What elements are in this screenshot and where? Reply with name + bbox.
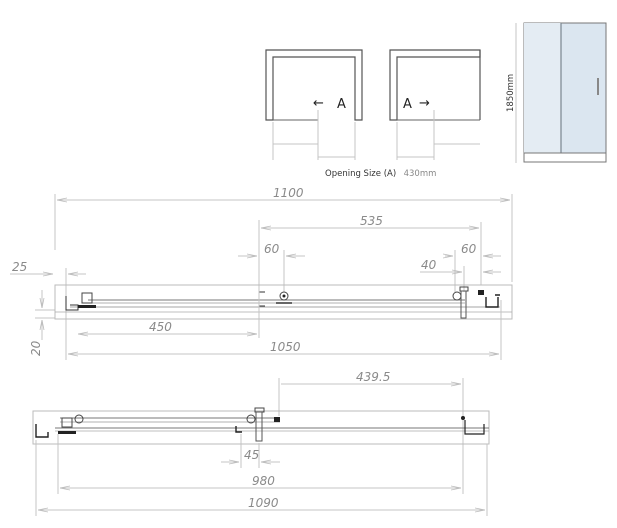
opening-label-left: A xyxy=(337,97,346,112)
opening-size-caption: Opening Size (A) 430mm xyxy=(325,163,436,180)
front-elevation xyxy=(515,22,607,163)
top-view-right xyxy=(389,49,481,160)
upper-plan xyxy=(10,194,513,360)
dim-inner-1050: 1050 xyxy=(270,340,301,354)
dim-offset-535: 535 xyxy=(360,214,383,228)
dim-overall-1090: 1090 xyxy=(248,496,279,510)
height-label: 1850mm xyxy=(506,74,516,112)
lower-plan xyxy=(32,378,490,516)
top-view-left xyxy=(265,49,363,160)
door-handle-icon xyxy=(597,78,599,95)
dim-left-25: 25 xyxy=(12,260,27,274)
dim-gap-45: 45 xyxy=(244,448,259,462)
dim-panel-450: 450 xyxy=(149,320,172,334)
opening-label-right: A xyxy=(403,97,412,112)
dim-right-40: 40 xyxy=(421,258,437,272)
dim-gap-right-60: 60 xyxy=(461,242,477,256)
slide-right-arrow-icon: → xyxy=(419,96,430,111)
dim-overall-1100: 1100 xyxy=(273,186,304,200)
dim-gap-left-60: 60 xyxy=(264,242,280,256)
dim-depth-20: 20 xyxy=(29,340,43,356)
dim-offset-439-5: 439.5 xyxy=(356,370,390,384)
dim-inner-980: 980 xyxy=(252,474,275,488)
slide-left-arrow-icon: ← xyxy=(313,96,324,111)
